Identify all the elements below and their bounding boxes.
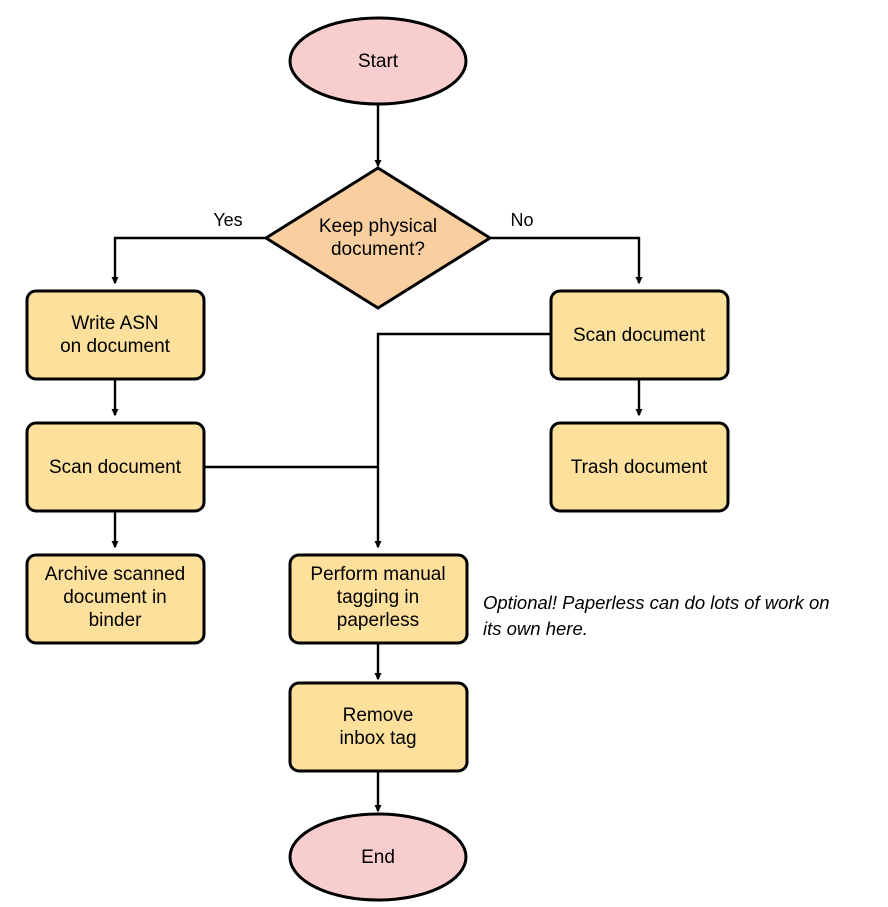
tagging-box: [288, 553, 469, 645]
trash-box: [549, 421, 730, 513]
archive-label-line2: document in: [63, 587, 167, 608]
node-scan-document-left[interactable]: Scan document: [25, 421, 206, 513]
node-trash-document[interactable]: Trash document: [549, 421, 730, 513]
end-label: End: [361, 847, 395, 868]
tagging-label-line1: Perform manual: [310, 564, 445, 585]
tagging-label-line2: tagging in: [337, 587, 419, 608]
remove-inbox-label-line1: Remove: [343, 705, 414, 726]
edge-scan-right-to-tagging: [374, 332, 551, 549]
scan-right-label: Scan document: [573, 325, 706, 346]
edge-decision-to-write-asn: [111, 236, 265, 285]
tagging-label-line3: paperless: [337, 610, 419, 631]
node-scan-document-right[interactable]: Scan document: [549, 289, 730, 381]
decision-diamond: [263, 166, 493, 310]
archive-box: [25, 553, 206, 645]
decision-label-line2: document?: [331, 239, 425, 260]
edges-layer: [111, 103, 643, 813]
note-line-2: its own here.: [483, 618, 588, 639]
start-label: Start: [358, 51, 399, 72]
node-write-asn-on-document[interactable]: Write ASN on document: [25, 289, 206, 381]
archive-label-line3: binder: [89, 610, 142, 631]
node-perform-manual-tagging[interactable]: Perform manual tagging in paperless: [288, 553, 469, 645]
scan-left-label: Scan document: [49, 457, 182, 478]
remove-inbox-label-line2: inbox tag: [339, 728, 416, 749]
edge-label-yes: Yes: [213, 210, 242, 230]
node-end[interactable]: End: [288, 812, 468, 902]
scan-left-box: [25, 421, 206, 513]
write-asn-box: [25, 289, 206, 381]
write-asn-label-line1: Write ASN: [71, 313, 158, 334]
node-decision-keep-physical-document[interactable]: Keep physical document?: [263, 166, 493, 310]
scan-right-box: [549, 289, 730, 381]
end-ellipse: [288, 812, 468, 902]
write-asn-label-line2: on document: [60, 336, 171, 357]
node-remove-inbox-tag[interactable]: Remove inbox tag: [288, 681, 469, 773]
edge-decision-to-scan-right: [491, 236, 643, 285]
remove-inbox-box: [288, 681, 469, 773]
decision-label-line1: Keep physical: [319, 216, 437, 237]
node-archive-scanned-document[interactable]: Archive scanned document in binder: [25, 553, 206, 645]
start-ellipse: [288, 16, 468, 106]
trash-label: Trash document: [571, 457, 708, 478]
node-start[interactable]: Start: [288, 16, 468, 106]
archive-label-line1: Archive scanned: [45, 564, 185, 585]
note-line-1: Optional! Paperless can do lots of work …: [483, 592, 830, 613]
edge-label-no: No: [510, 210, 533, 230]
optional-note: Optional! Paperless can do lots of work …: [483, 592, 830, 639]
